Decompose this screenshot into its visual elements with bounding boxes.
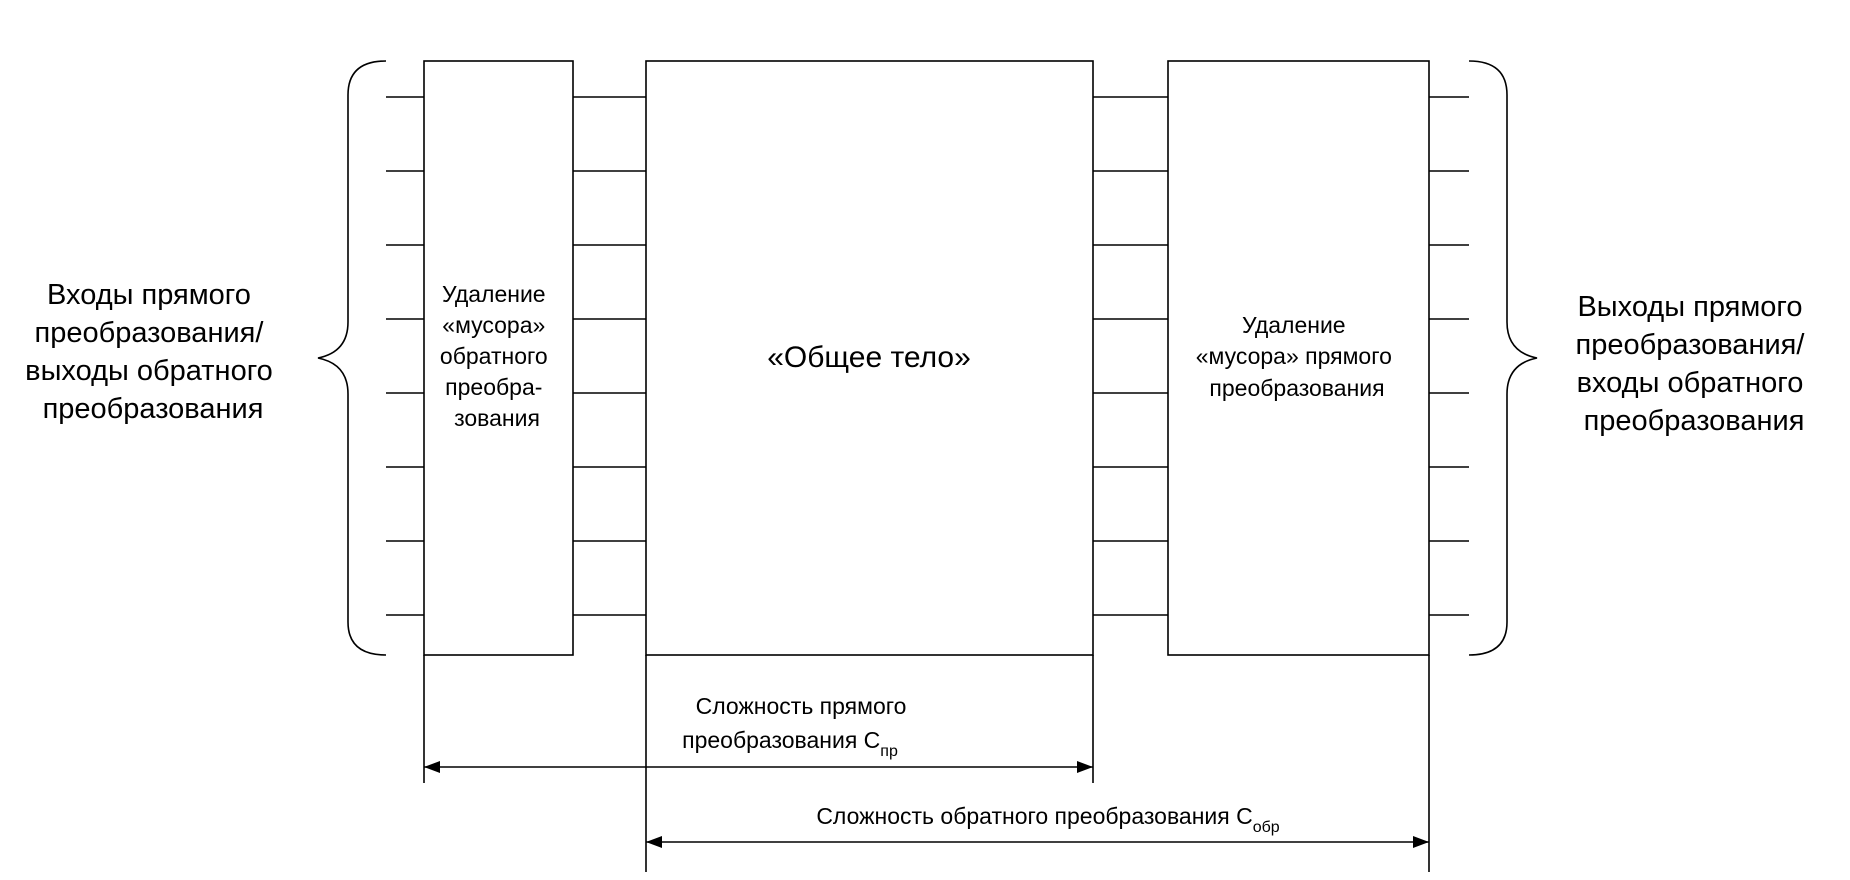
inverse-complexity-subscript: обр [1253,819,1280,836]
common-body-label: «Общее тело» [767,341,971,374]
right-label-line-3: входы обратного [1577,367,1804,399]
forward-block-line-2: «мусора» прямого [1196,343,1392,369]
left-curly-brace [317,60,387,656]
inverse-garbage-block-label: Удаление «мусора» обратного преобра- зов… [440,281,554,431]
right-side-label: Выходы прямого преобразования/ входы обр… [1576,291,1813,437]
signal-lines [386,96,1469,616]
forward-block-line-3: преобразования [1209,375,1384,401]
inverse-block-line-4: преобра- [445,374,542,400]
right-label-line-1: Выходы прямого [1577,291,1802,323]
inverse-complexity-arrowhead-right [1413,836,1429,848]
inverse-garbage-removal-block [423,60,574,656]
left-side-label: Входы прямого преобразования/ выходы обр… [25,279,281,425]
left-label-line-2: преобразования/ [35,317,265,349]
right-label-line-2: преобразования/ [1576,329,1806,361]
forward-garbage-removal-block [1167,60,1430,656]
inverse-complexity-label: Сложность обратного преобразования Cобр [816,803,1279,836]
forward-complexity-arrowhead-left [424,761,440,773]
inverse-block-line-3: обратного [440,343,548,369]
left-label-line-4: преобразования [43,393,264,425]
forward-complexity-subscript: пр [880,743,898,760]
inverse-block-line-5: зования [454,405,540,431]
right-label-line-4: преобразования [1584,405,1805,437]
forward-complexity-label: Сложность прямого [696,693,907,719]
inverse-block-line-2: «мусора» [442,312,545,338]
common-body-block [645,60,1094,656]
left-label-line-1: Входы прямого [47,279,251,311]
forward-complexity-main-text: преобразования C [682,727,880,753]
forward-complexity-arrowhead-right [1077,761,1093,773]
forward-complexity-label-line-2: преобразования Cпр [682,727,898,760]
inverse-complexity-main-text: Сложность обратного преобразования C [816,803,1252,829]
forward-garbage-block-label: Удаление «мусора» прямого преобразования [1196,312,1399,401]
inverse-complexity-arrowhead-left [646,836,662,848]
inverse-block-line-1: Удаление [442,281,546,307]
right-curly-brace [1468,60,1538,656]
forward-block-line-1: Удаление [1242,312,1346,338]
left-label-line-3: выходы обратного [25,355,273,387]
